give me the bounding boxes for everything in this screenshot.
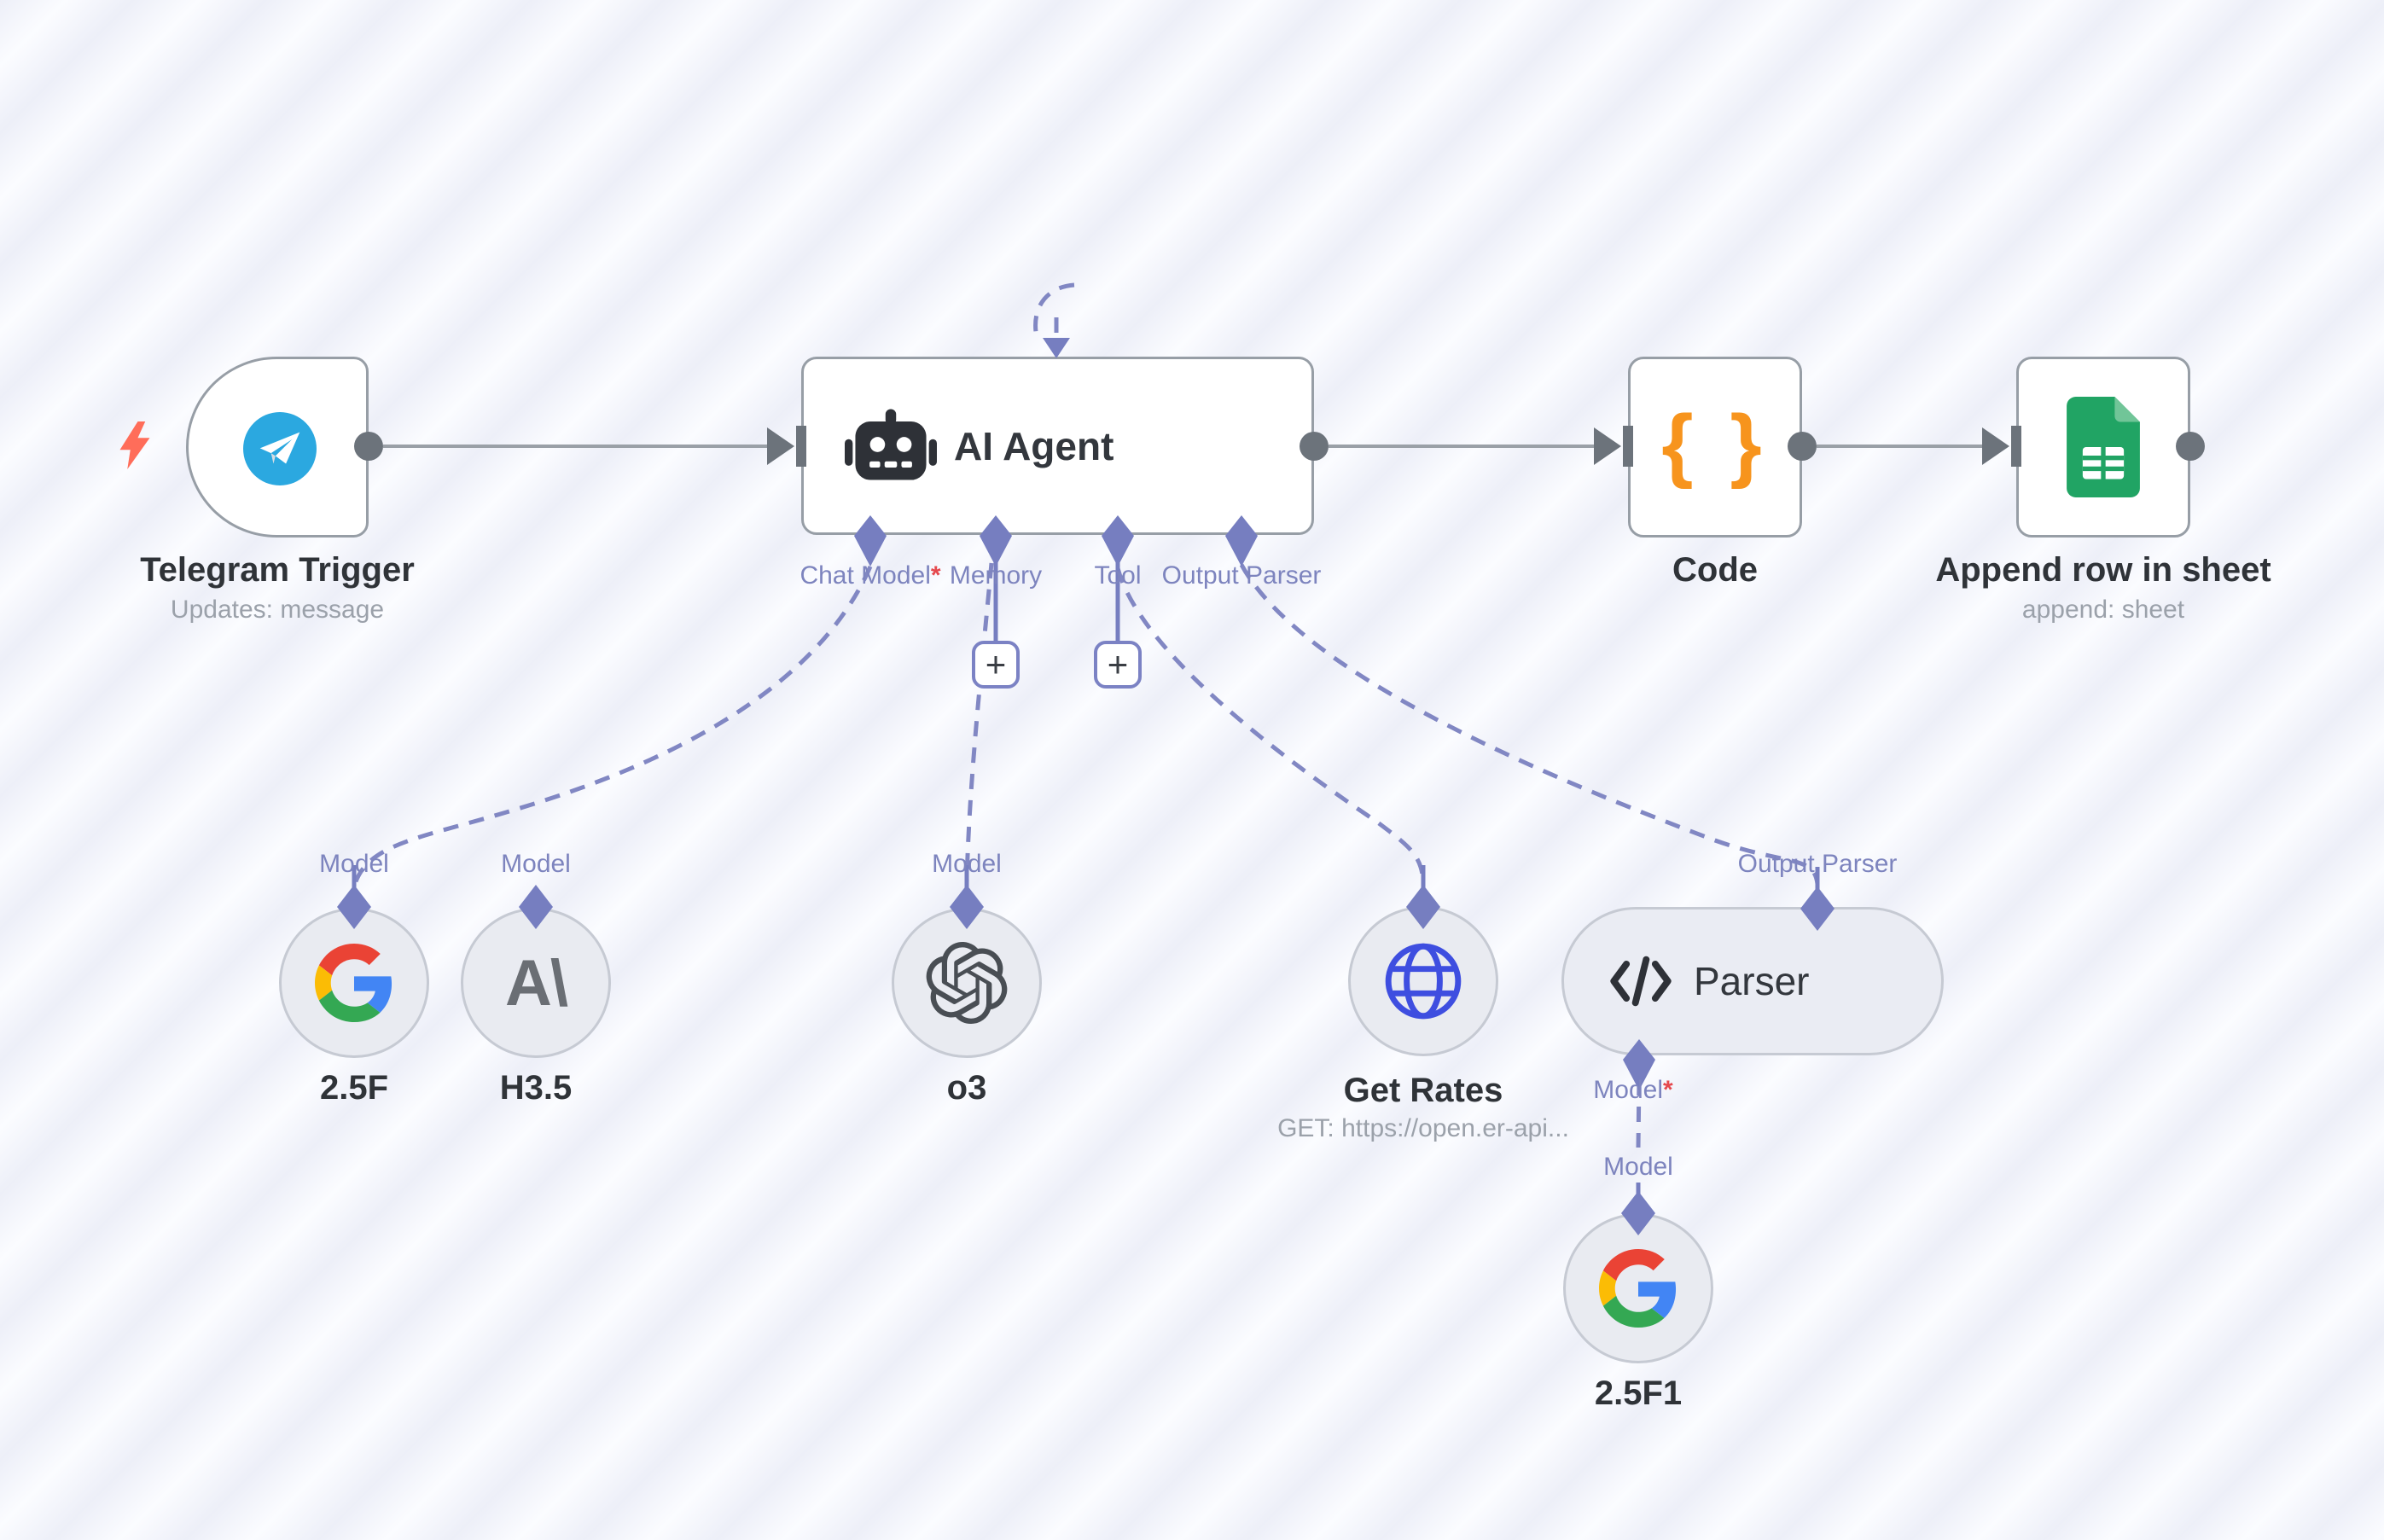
telegram-node-subtitle: Updates: message xyxy=(170,596,385,624)
google-g-icon xyxy=(1599,1249,1677,1328)
robot-icon xyxy=(845,409,937,480)
node-model-google-2[interactable] xyxy=(1563,1213,1713,1363)
sheet-input-port[interactable] xyxy=(1982,427,2009,465)
agent-port-output-parser[interactable]: Output Parser xyxy=(1161,561,1322,590)
model-openai-title: o3 xyxy=(946,1069,987,1107)
add-tool-button[interactable]: + xyxy=(1094,641,1142,689)
parser-node-title: Parser xyxy=(1694,959,1810,1003)
agent-port-memory[interactable]: Memory xyxy=(949,561,1043,590)
model-port-label-anthropic: Model xyxy=(501,850,571,878)
ai-agent-node-title: AI Agent xyxy=(954,423,1114,468)
curly-braces-icon: { } xyxy=(1661,398,1769,490)
telegram-node-title: Telegram Trigger xyxy=(140,551,415,589)
model-anthropic-title: H3.5 xyxy=(499,1069,573,1107)
node-parser[interactable]: Parser xyxy=(1561,907,1944,1055)
node-model-google-1[interactable] xyxy=(279,908,429,1058)
globe-icon xyxy=(1385,943,1462,1020)
agent-port-chat-model[interactable]: Chat Model* xyxy=(800,561,941,590)
add-memory-button[interactable]: + xyxy=(972,641,1020,689)
openai-logo-icon xyxy=(926,942,1008,1024)
paper-plane-icon xyxy=(259,432,300,464)
get-rates-title: Get Rates xyxy=(1343,1072,1503,1109)
node-append-sheet[interactable] xyxy=(2016,357,2190,538)
code-tag-icon xyxy=(1610,956,1672,1007)
lightning-bolt-icon xyxy=(119,421,150,469)
code-node-title: Code xyxy=(1672,551,1758,589)
incoming-loop-dashed xyxy=(1033,282,1075,342)
node-code[interactable]: { } xyxy=(1628,357,1802,538)
node-ai-agent[interactable]: AI Agent xyxy=(801,357,1314,535)
connection-outputparser-to-parser[interactable] xyxy=(1239,563,1820,885)
get-rates-subtitle: GET: https://open.er-api... xyxy=(1277,1114,1569,1142)
required-marker: * xyxy=(930,561,941,590)
code-input-port[interactable] xyxy=(1594,427,1621,465)
google-g-icon xyxy=(315,944,392,1022)
append-sheet-node-title: Append row in sheet xyxy=(1935,551,2271,589)
google-sheets-icon xyxy=(2067,397,2140,497)
parser-model-port-label: Model* xyxy=(1593,1076,1673,1104)
required-marker: * xyxy=(1663,1076,1673,1104)
node-telegram-trigger[interactable] xyxy=(186,357,369,538)
model-google-1-title: 2.5F xyxy=(319,1069,389,1107)
incoming-arrowhead xyxy=(1043,338,1070,358)
agent-input-port[interactable] xyxy=(767,427,794,465)
model-port-label-google-2: Model xyxy=(1603,1153,1673,1181)
model-port-label-google-1: Model xyxy=(319,850,389,878)
connection-memory-to-openai[interactable] xyxy=(964,562,994,883)
node-model-anthropic[interactable]: A\ xyxy=(461,908,611,1058)
agent-port-tool[interactable]: Tool xyxy=(1094,561,1142,590)
parser-output-parser-port-label: Output Parser xyxy=(1737,850,1898,878)
anthropic-a-icon: A\ xyxy=(505,946,568,1020)
connection-chatmodel-to-google1[interactable] xyxy=(352,565,873,885)
telegram-badge xyxy=(243,412,317,485)
append-sheet-node-subtitle: append: sheet xyxy=(2021,596,2185,624)
node-get-rates[interactable] xyxy=(1348,906,1498,1056)
connection-tool-to-getrates[interactable] xyxy=(1115,567,1426,883)
model-google-2-title: 2.5F1 xyxy=(1594,1374,1683,1412)
node-model-openai[interactable] xyxy=(892,908,1042,1058)
model-port-label-openai: Model xyxy=(932,850,1002,878)
